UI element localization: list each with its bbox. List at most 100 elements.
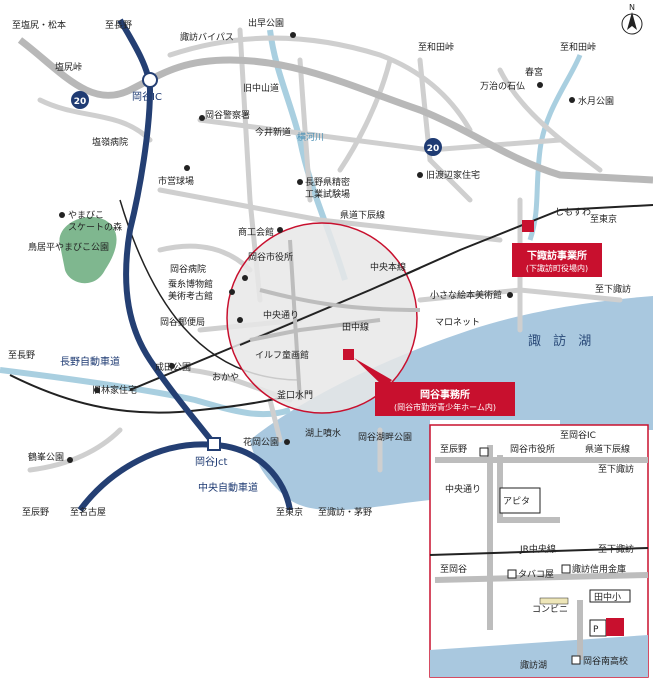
label-ilf-mall: イルフ童画館 [255,349,309,361]
okaya-jct-marker [207,437,221,451]
inset-to-shimosuwa-1: 至下諏訪 [598,463,634,475]
label-to-nagano-a: 至長野 [105,20,132,31]
label-nagano-expwy: 長野自動車道 [60,355,120,368]
shimosuwa-office-box: 下諏訪事業所 (下諏訪町役場内) [512,243,602,277]
yamabiko-park [59,216,117,284]
railway-west [9,374,281,414]
label-kasuga: 春宮 [525,66,543,78]
label-okaya-ic: 岡谷IC [132,91,162,103]
label-seimitsu-2: 工業試験場 [305,188,350,200]
label-chuo-expwy: 中央自動車道 [198,481,258,494]
label-mizutsuki: 水月公園 [578,95,614,107]
label-toriibira: 鳥居平やまびこ公園 [28,241,109,253]
label-okaya-hospital: 岡谷病院 [170,263,206,275]
label-to-wadatoge-2: 至和田峠 [560,41,596,53]
label-to-shiojiri: 至塩尻・松本 [12,19,66,31]
label-tsuruminei: 鶴峯公園 [28,451,64,463]
label-chuo-main-line: 中央本線 [370,261,406,273]
label-post-office: 岡谷郵便局 [160,316,205,328]
svg-text:20: 20 [427,144,440,154]
label-kohan-park: 岡谷湖畔公園 [358,431,412,443]
shimosuwa-office-marker [522,220,534,232]
label-okaya-jct: 岡谷Jct [195,456,227,468]
map-labels: 至塩尻・松本 至長野 諏訪バイパス 出早公園 至和田峠 至和田峠 塩尻峠 岡谷I… [8,17,631,518]
label-to-wadatoge-1: 至和田峠 [418,41,454,53]
label-demizu-park: 出早公園 [248,17,284,29]
label-kamaguchi: 釜口水門 [277,389,313,401]
label-shoko: 商工会館 [238,226,274,238]
label-okaya-tag: おかや [212,372,239,383]
label-yokokawa: 横河川 [297,131,324,143]
label-to-tatsuno: 至辰野 [22,507,49,518]
svg-text:岡谷事務所: 岡谷事務所 [420,388,470,401]
inset-chuo-dori: 中央通り [445,483,481,495]
label-yamabiko-2: スケートの森 [68,221,122,233]
label-kyu-hayashi: 旧林家住宅 [92,384,137,396]
inset-to-okaya-ic: 至岡谷IC [560,430,596,441]
inset-suwako: 諏訪湖 [520,659,547,671]
inset-conveni: コンビニ [532,604,568,615]
inset-jr-chuo: JR中央線 [519,543,556,555]
label-marunet: マロネット [435,317,480,328]
inset-city-hall: 岡谷市役所 [510,443,555,455]
inset-apita: アピタ [503,496,530,507]
label-police: 岡谷警察署 [205,109,250,121]
label-kyu-nakasendo: 旧中山道 [243,82,279,94]
label-yamabiko-1: やまびこ [68,210,104,221]
inset-parking: P [593,625,599,635]
svg-text:20: 20 [74,97,87,107]
railway-chuo-overlay [239,267,421,346]
okaya-office-pointer [354,358,392,388]
okaya-office-marker [343,349,354,360]
north-arrow-icon: N [621,3,643,35]
svg-text:N: N [629,3,635,12]
inset-to-tatsuno: 至辰野 [440,444,467,455]
svg-text:下諏訪事業所: 下諏訪事業所 [527,249,587,262]
okaya-office-box: 岡谷事務所 (岡谷市勤労青少年ホーム内) [375,382,515,416]
label-to-nagano-b: 至長野 [8,350,35,361]
label-hanaoka: 花岡公園 [243,436,279,448]
svg-text:(下諏訪町役場内): (下諏訪町役場内) [526,263,588,273]
inset-to-okaya: 至岡谷 [440,564,467,575]
label-to-nagoya: 至名古屋 [70,506,106,518]
label-tanaka-line: 田中線 [342,321,369,333]
label-shimosuwa-station: しもすわ [555,207,591,218]
label-kojo-fukisui: 湖上噴水 [305,427,341,439]
route-20 [17,37,653,184]
label-to-tokyo-1: 至東京 [590,213,617,225]
inset-tanaka-sho: 田中小 [594,591,621,603]
inset-map: 至岡谷IC 至辰野 岡谷市役所 県道下辰線 至下諏訪 中央通り アピタ JR中央… [429,424,649,678]
label-to-suwa-chino: 至諏訪・茅野 [318,506,372,518]
circle-roads [249,239,421,401]
label-city-hall: 岡谷市役所 [248,251,293,263]
label-silk-museum-1: 蚕糸博物館 [168,278,213,290]
svg-text:(岡谷市勤労青少年ホーム内): (岡谷市勤労青少年ホーム内) [394,402,496,412]
river-east [527,54,583,241]
label-kyu-watanabe: 旧渡辺家住宅 [426,169,480,181]
inset-tabakoya: タバコ屋 [518,569,554,580]
label-suwa-bypass: 諏訪バイパス [180,31,234,43]
label-enrei-hospital: 塩嶺病院 [92,136,128,148]
label-imai-shindo: 今井新道 [255,126,291,138]
okaya-ic-marker [142,72,158,88]
label-silk-museum-2: 美術考古館 [168,290,213,302]
label-manji: 万治の石仏 [480,80,525,92]
route-20-shield-1: 20 [71,91,89,109]
label-suwako: 諏 訪 湖 [528,333,595,349]
label-chiisana-ehon: 小さな絵本美術館 [430,289,502,301]
label-chuo-dori: 中央通り [263,309,299,321]
inset-minami-koko: 岡谷南高校 [583,655,628,667]
inset-suwa-shinkin: 諏訪信用金庫 [572,563,626,575]
route-20-shield-2: 20 [424,138,442,156]
inset-to-shimosuwa-2: 至下諏訪 [598,543,634,555]
label-shiei-stadium: 市営球場 [158,175,194,187]
poi-dots [59,32,575,463]
label-to-shimosuwa-1: 至下諏訪 [595,283,631,295]
label-seimitsu-1: 長野県精密 [305,176,350,188]
inset-kendo-shimo: 県道下辰線 [585,443,630,455]
okaya-highlight-circle [226,222,418,414]
label-shiojiri-toge: 塩尻峠 [55,61,82,73]
label-kendo-shimo: 県道下辰線 [340,209,385,221]
label-seida-park: 成田公園 [155,361,191,373]
